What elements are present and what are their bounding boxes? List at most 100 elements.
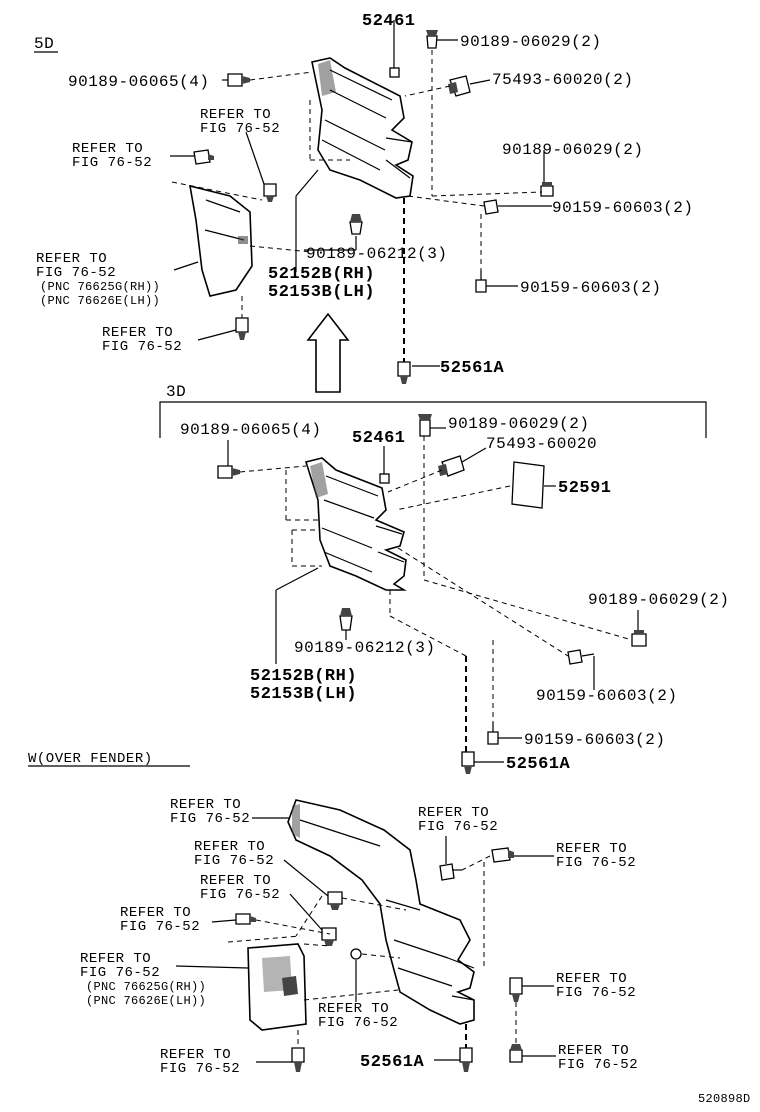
refer-label-line2: FIG 76-52	[194, 853, 274, 869]
refer-label-line2: FIG 76-52	[36, 265, 116, 281]
refer-label-line1: REFER TO	[556, 971, 627, 987]
refer-label-line2: FIG 76-52	[170, 811, 250, 827]
clip-icon	[418, 414, 432, 437]
refer-label-line1: REFER TO	[200, 107, 271, 123]
clip-icon	[227, 73, 250, 87]
refer-label-line2: FIG 76-52	[72, 155, 152, 171]
refer-label-line1: REFER TO	[170, 797, 241, 813]
clip-icon	[321, 927, 337, 946]
section-over-fender: W(OVER FENDER)	[28, 751, 638, 1077]
refer-label-line2: FIG 76-52	[160, 1061, 240, 1077]
part-number-52561a: 52561A	[506, 755, 571, 774]
part-number-90159-60603: 90159-60603(2)	[524, 731, 665, 749]
refer-label-line2: FIG 76-52	[102, 339, 182, 355]
refer-label-line2: FIG 76-52	[80, 965, 160, 981]
pnc-label: (PNC 76625G(RH))	[40, 280, 160, 294]
part-number-52561a: 52561A	[360, 1053, 425, 1072]
refer-label-line2: FIG 76-52	[200, 121, 280, 137]
section-3d: 3D	[159, 383, 729, 774]
screw-icon	[439, 863, 462, 881]
clip-icon	[509, 977, 523, 1002]
part-number-90159-60603: 90159-60603(2)	[552, 199, 693, 217]
section-label-5d: 5D	[34, 35, 54, 53]
nut-icon	[350, 948, 362, 960]
grommet-icon	[448, 75, 471, 97]
clip-icon	[631, 630, 647, 647]
refer-label-line2: FIG 76-52	[556, 855, 636, 871]
clip-icon	[235, 913, 256, 925]
refer-label-line1: REFER TO	[556, 841, 627, 857]
part-number-52152b: 52152B(RH)	[268, 265, 375, 284]
part-number-90159-60603: 90159-60603(2)	[536, 687, 677, 705]
clip-icon	[461, 751, 475, 774]
retainer-icon	[389, 67, 400, 78]
refer-label-line1: REFER TO	[160, 1047, 231, 1063]
mudflap-part-5d	[188, 184, 253, 297]
seal-plate-icon	[511, 461, 545, 509]
part-number-52591: 52591	[558, 479, 612, 498]
refer-label-line1: REFER TO	[318, 1001, 389, 1017]
pnc-label: (PNC 76626E(LH))	[86, 994, 206, 1008]
part-number-75493-60020: 75493-60020(2)	[492, 71, 633, 89]
section-label-over-fender: W(OVER FENDER)	[28, 751, 153, 767]
grommet-icon	[438, 455, 465, 477]
part-number-90189-06065: 90189-06065(4)	[68, 73, 209, 91]
clip-icon	[426, 30, 438, 49]
pnc-label: (PNC 76625G(RH))	[86, 980, 206, 994]
clip-icon	[349, 214, 363, 235]
clip-icon	[263, 183, 277, 202]
part-number-90189-06212: 90189-06212(3)	[294, 639, 435, 657]
clip-icon	[509, 1044, 523, 1063]
refer-label-line2: FIG 76-52	[418, 819, 498, 835]
clip-icon	[327, 891, 343, 910]
mudguard-part-3d	[304, 457, 407, 591]
refer-label-line1: REFER TO	[418, 805, 489, 821]
refer-label-line1: REFER TO	[80, 951, 151, 967]
refer-label-line1: REFER TO	[102, 325, 173, 341]
screw-icon	[487, 722, 499, 745]
section-bracket	[159, 401, 707, 438]
part-number-52153b: 52153B(LH)	[268, 283, 375, 302]
part-number-52461: 52461	[352, 429, 406, 448]
clip-icon	[217, 465, 240, 479]
refer-label-line2: FIG 76-52	[200, 887, 280, 903]
screw-icon	[567, 649, 595, 665]
part-number-90189-06029: 90189-06029(2)	[460, 33, 601, 51]
refer-label-line2: FIG 76-52	[318, 1015, 398, 1031]
clip-icon	[235, 317, 249, 340]
part-number-90189-06212: 90189-06212(3)	[306, 245, 447, 263]
part-number-90189-06029: 90189-06029(2)	[588, 591, 729, 609]
section-label-3d: 3D	[166, 383, 186, 401]
clip-icon	[540, 182, 554, 197]
screw-icon	[483, 199, 508, 215]
clip-icon	[459, 1047, 473, 1072]
refer-label-line2: FIG 76-52	[120, 919, 200, 935]
part-number-90189-06029: 90189-06029(2)	[448, 415, 589, 433]
part-number-52461: 52461	[362, 12, 416, 31]
clip-icon	[193, 149, 214, 165]
part-number-90189-06029: 90189-06029(2)	[502, 141, 643, 159]
refer-label-line1: REFER TO	[200, 873, 271, 889]
part-number-52152b: 52152B(RH)	[250, 667, 357, 686]
section-5d: 5D	[34, 12, 693, 393]
arrow-up-icon	[306, 312, 350, 393]
clip-icon	[397, 361, 411, 384]
refer-label-line1: REFER TO	[72, 141, 143, 157]
screw-icon	[475, 270, 487, 293]
pnc-label: (PNC 76626E(LH))	[40, 294, 160, 308]
refer-label-line1: REFER TO	[558, 1043, 629, 1059]
refer-label-line1: REFER TO	[194, 839, 265, 855]
retainer-icon	[379, 473, 390, 484]
clip-icon	[339, 608, 353, 631]
part-number-90159-60603: 90159-60603(2)	[520, 279, 661, 297]
part-number-75493-60020: 75493-60020	[486, 435, 597, 453]
refer-label-line1: REFER TO	[36, 251, 107, 267]
part-number-90189-06065: 90189-06065(4)	[180, 421, 321, 439]
refer-label-line1: REFER TO	[120, 905, 191, 921]
clip-icon	[491, 847, 514, 863]
refer-label-line2: FIG 76-52	[558, 1057, 638, 1073]
figure-code: 520898D	[698, 1092, 751, 1106]
mudguard-part-5d	[311, 57, 414, 199]
part-number-52153b: 52153B(LH)	[250, 685, 357, 704]
